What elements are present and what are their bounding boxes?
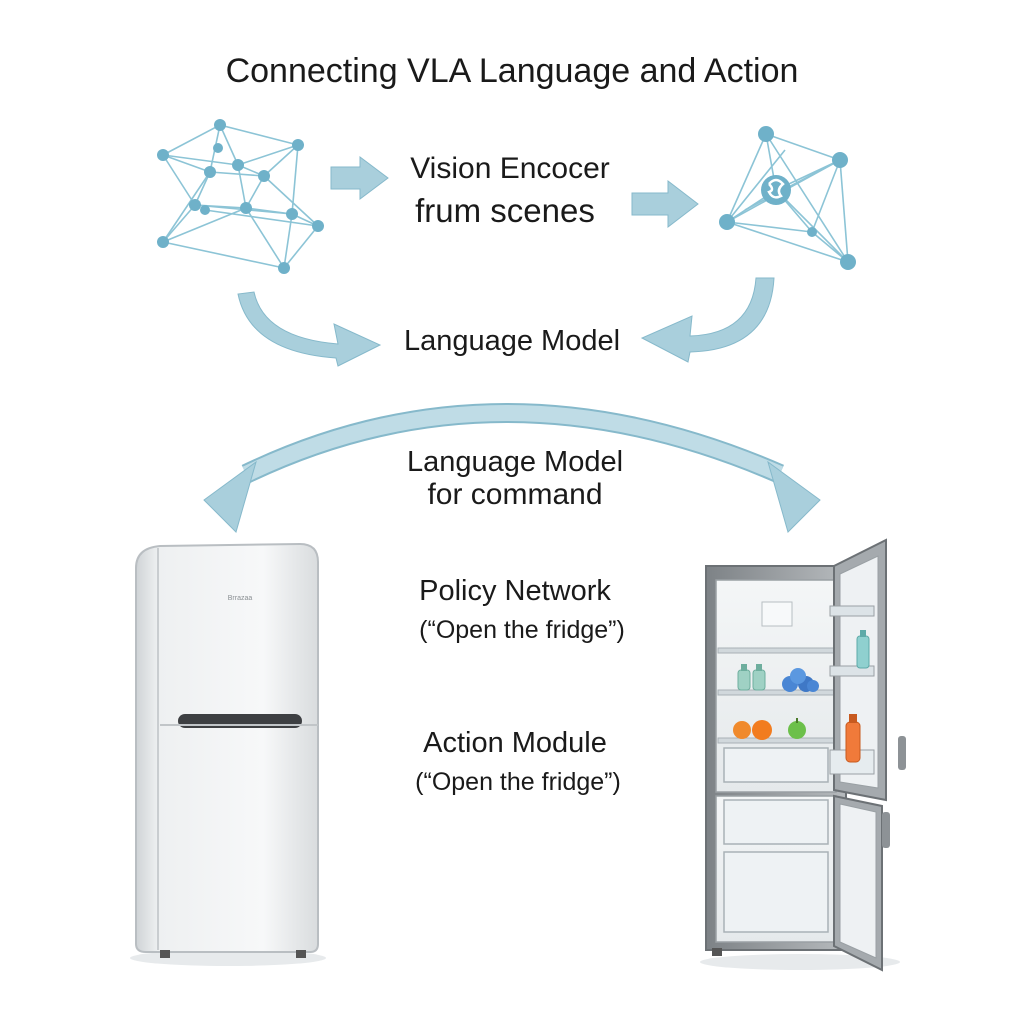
open-fridge-icon <box>700 538 906 972</box>
language-model-command-line1: Language Model <box>406 446 624 478</box>
language-model-label: Language Model <box>403 325 621 357</box>
language-model-command-line2: for command <box>427 478 603 511</box>
vision-encoder-label-line2: frum scenes <box>415 192 595 229</box>
action-module-command: (“Open the fridge”) <box>415 768 621 796</box>
fridge-brand-label: Brrazaa <box>228 595 253 602</box>
diagram-title: Connecting VLA Language and Action <box>225 52 799 90</box>
curved-arrow-left-icon <box>237 291 382 367</box>
policy-network-command: (“Open the fridge”) <box>419 616 625 644</box>
closed-fridge-icon <box>130 542 326 966</box>
action-module-title: Action Module <box>423 727 607 759</box>
vision-encoder-label-line1: Vision Encocer <box>410 152 610 185</box>
policy-network-title: Policy Network <box>419 575 611 607</box>
arrow-to-encoder-icon <box>330 156 389 200</box>
neural-network-left-nodes <box>157 119 324 274</box>
neural-network-right-nodes <box>719 126 856 270</box>
curved-arrow-right-icon <box>640 277 775 363</box>
arc-arrow-icon <box>203 403 821 533</box>
arrow-from-encoder-icon <box>631 179 699 229</box>
